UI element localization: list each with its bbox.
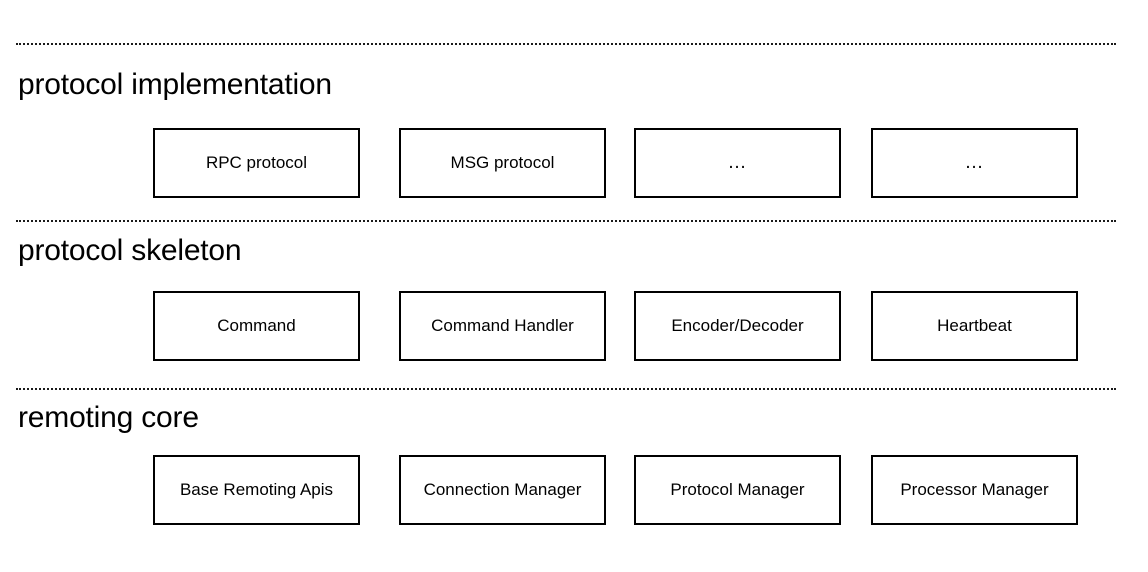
component-box-label: Heartbeat	[937, 315, 1012, 335]
component-box-label: Protocol Manager	[670, 479, 805, 499]
component-box-msg-protocol[interactable]: MSG protocol	[399, 128, 606, 198]
ellipsis-label: …	[727, 151, 748, 173]
band-label-protocol-implementation: protocol implementation	[18, 68, 332, 101]
component-box-label: Encoder/Decoder	[671, 315, 804, 335]
band-separator-bottom	[16, 388, 1116, 390]
component-box-processor-manager[interactable]: Processor Manager	[871, 455, 1078, 525]
component-box-label: Base Remoting Apis	[179, 479, 334, 499]
band-label-protocol-skeleton: protocol skeleton	[18, 234, 242, 267]
component-box-label: Command Handler	[431, 315, 574, 335]
component-box-base-remoting-apis[interactable]: Base Remoting Apis	[153, 455, 360, 525]
band-separator-middle	[16, 220, 1116, 222]
band-separator-top	[16, 43, 1116, 45]
component-box-protocol-manager[interactable]: Protocol Manager	[634, 455, 841, 525]
component-box-label: MSG protocol	[450, 152, 555, 172]
component-box-connection-manager[interactable]: Connection Manager	[399, 455, 606, 525]
component-box-encoder-decoder[interactable]: Encoder/Decoder	[634, 291, 841, 361]
component-box-label: Command	[217, 315, 296, 335]
component-box-protocol-placeholder-2[interactable]: …	[871, 128, 1078, 198]
component-box-label: RPC protocol	[205, 152, 308, 172]
band-label-remoting-core: remoting core	[18, 401, 199, 434]
ellipsis-label: …	[964, 151, 985, 173]
component-box-command[interactable]: Command	[153, 291, 360, 361]
component-box-command-handler[interactable]: Command Handler	[399, 291, 606, 361]
component-box-protocol-placeholder-1[interactable]: …	[634, 128, 841, 198]
component-box-heartbeat[interactable]: Heartbeat	[871, 291, 1078, 361]
component-box-rpc-protocol[interactable]: RPC protocol	[153, 128, 360, 198]
component-box-label: Connection Manager	[423, 479, 582, 499]
component-box-label: Processor Manager	[900, 479, 1049, 499]
